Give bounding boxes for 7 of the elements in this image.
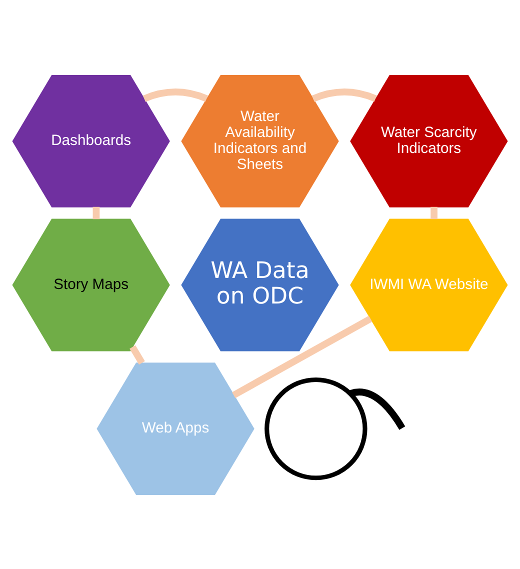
node-circle <box>264 376 368 480</box>
connector <box>92 206 100 219</box>
connector <box>312 88 377 102</box>
connector <box>130 344 145 364</box>
connector <box>142 88 208 102</box>
connector <box>232 315 372 398</box>
connector <box>430 206 438 219</box>
